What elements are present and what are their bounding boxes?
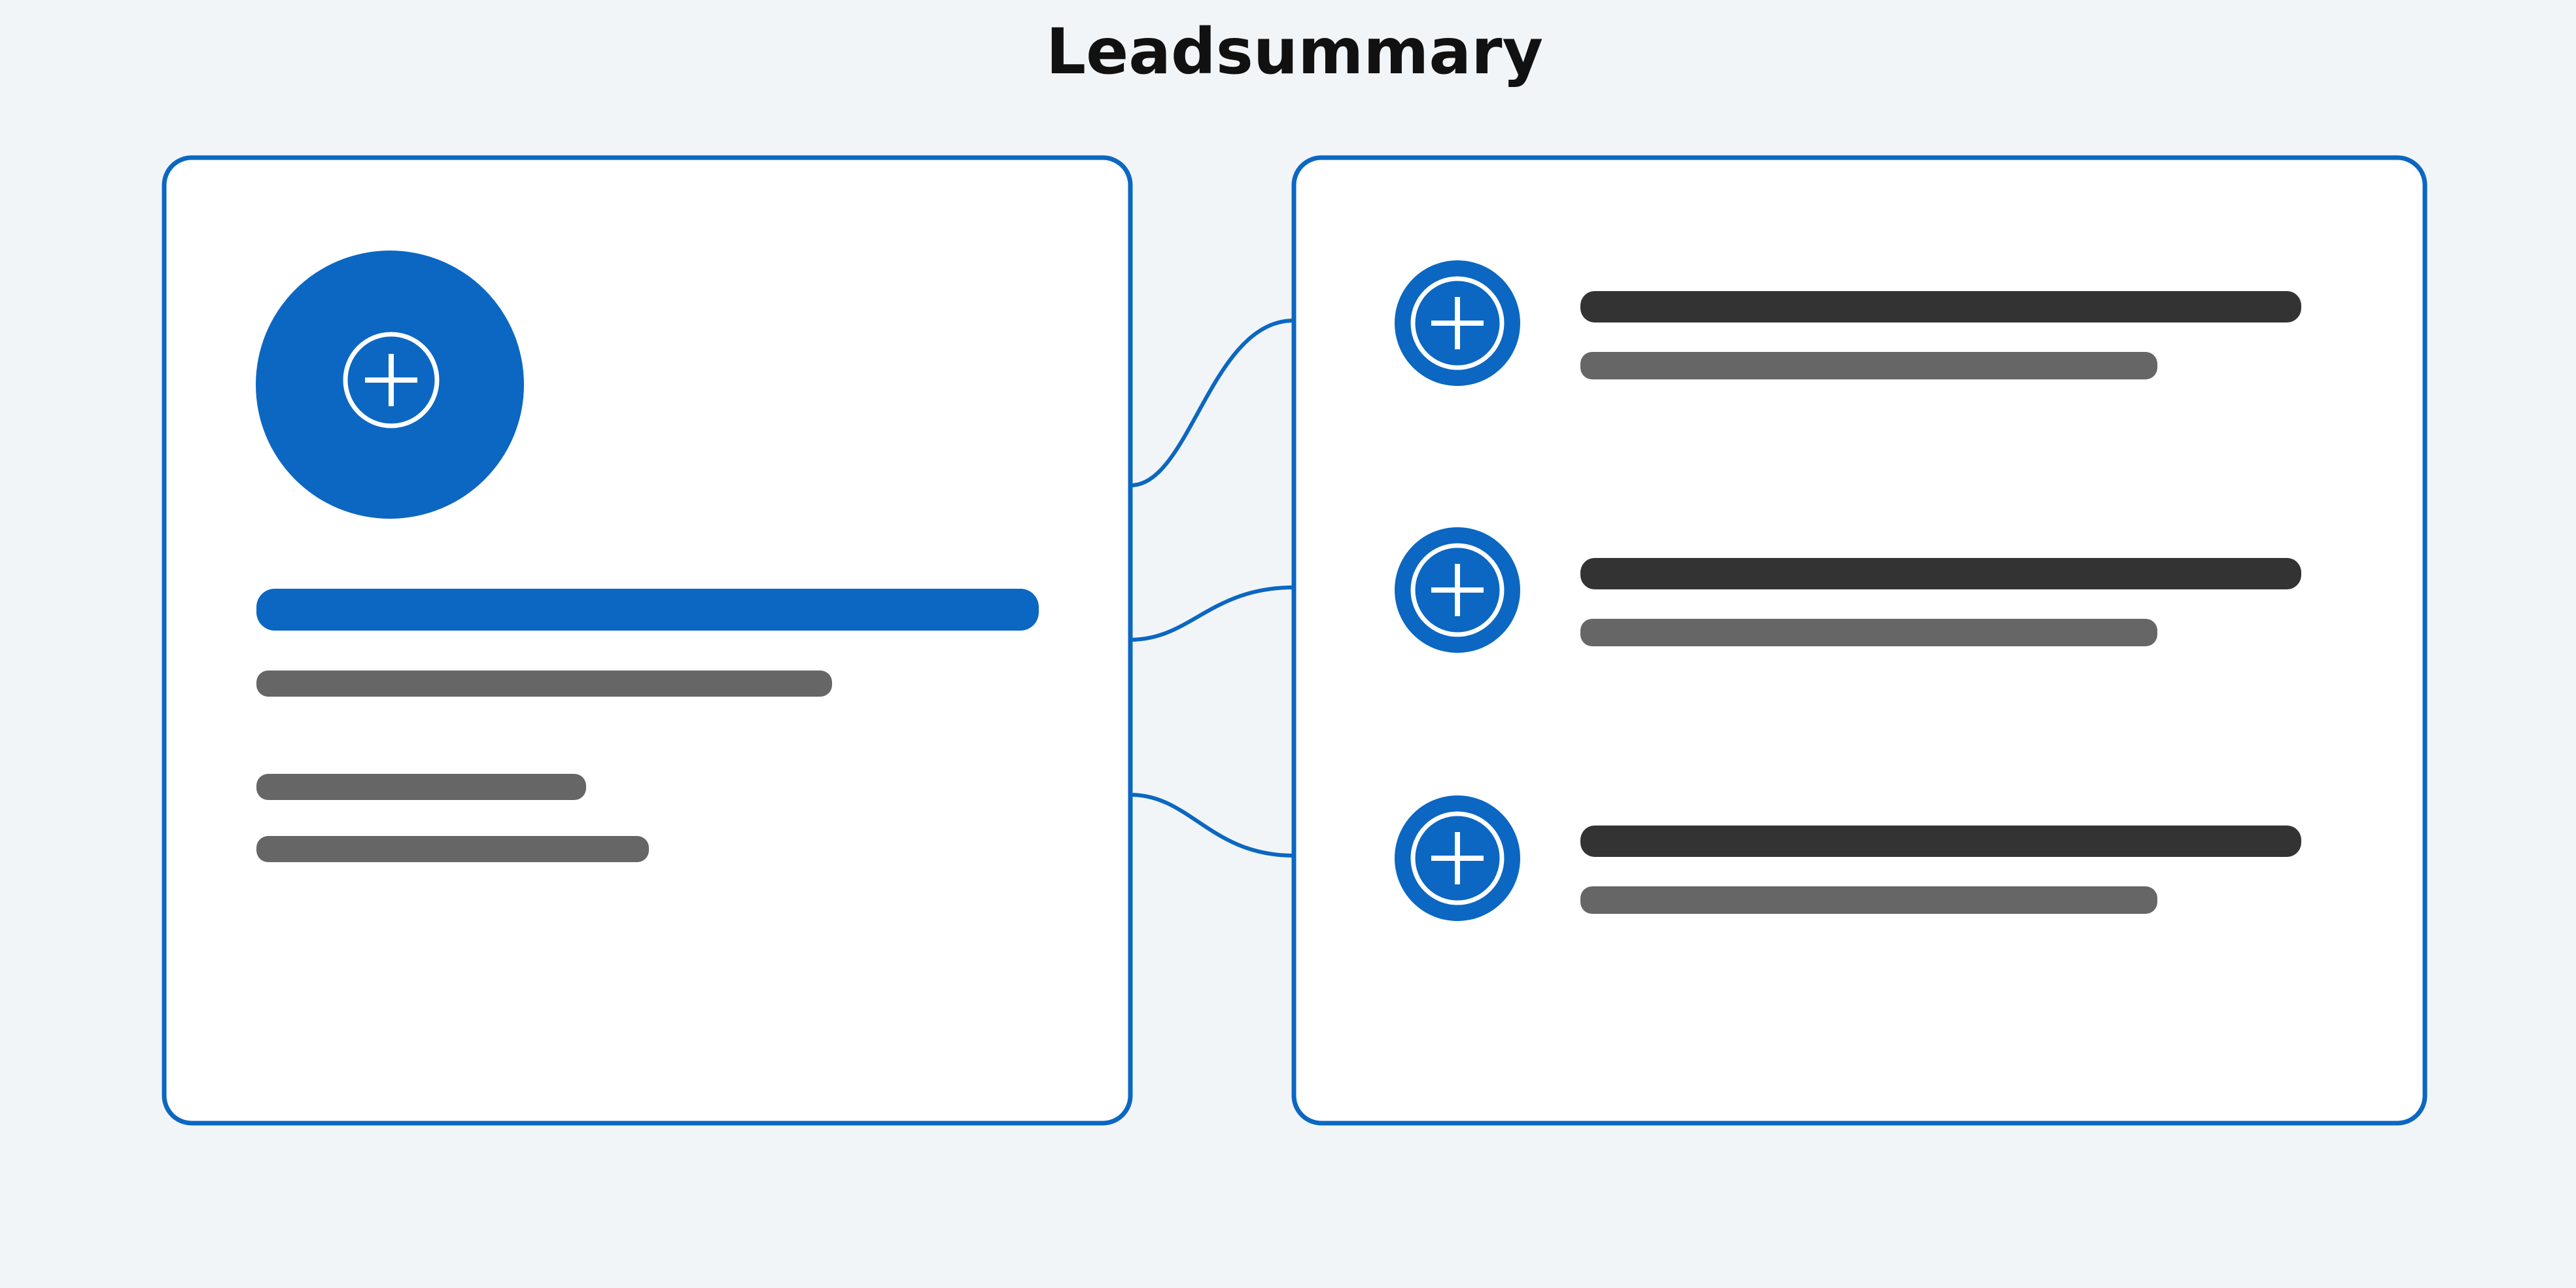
left-highlight-line xyxy=(256,589,1039,631)
connectors xyxy=(1130,319,1295,858)
connector-1 xyxy=(1130,319,1295,487)
item-2-dark-line xyxy=(1580,558,2301,589)
item-3-gray-line xyxy=(1580,886,2157,914)
item-3-dark-line xyxy=(1580,826,2301,857)
connector-3 xyxy=(1130,793,1295,858)
item-2-plus-circle-icon xyxy=(1395,527,1520,653)
diagram-title: Leadsummary xyxy=(1046,15,1543,88)
item-1-gray-line xyxy=(1580,352,2157,379)
left-gray-line-2 xyxy=(256,774,586,800)
item-1-dark-line xyxy=(1580,291,2301,322)
item-1-plus-circle-icon xyxy=(1395,260,1520,386)
right-item-1 xyxy=(1395,260,2301,386)
item-3-plus-circle-icon xyxy=(1395,795,1520,921)
left-plus-circle-icon xyxy=(256,251,524,519)
item-2-gray-line xyxy=(1580,619,2157,646)
right-panel xyxy=(1291,155,2428,1126)
left-gray-line-3 xyxy=(256,836,649,862)
left-gray-line-1 xyxy=(256,670,832,697)
connector-2 xyxy=(1130,585,1295,642)
left-panel xyxy=(162,155,1133,1126)
right-item-3 xyxy=(1395,795,2301,921)
right-item-2 xyxy=(1395,527,2301,653)
